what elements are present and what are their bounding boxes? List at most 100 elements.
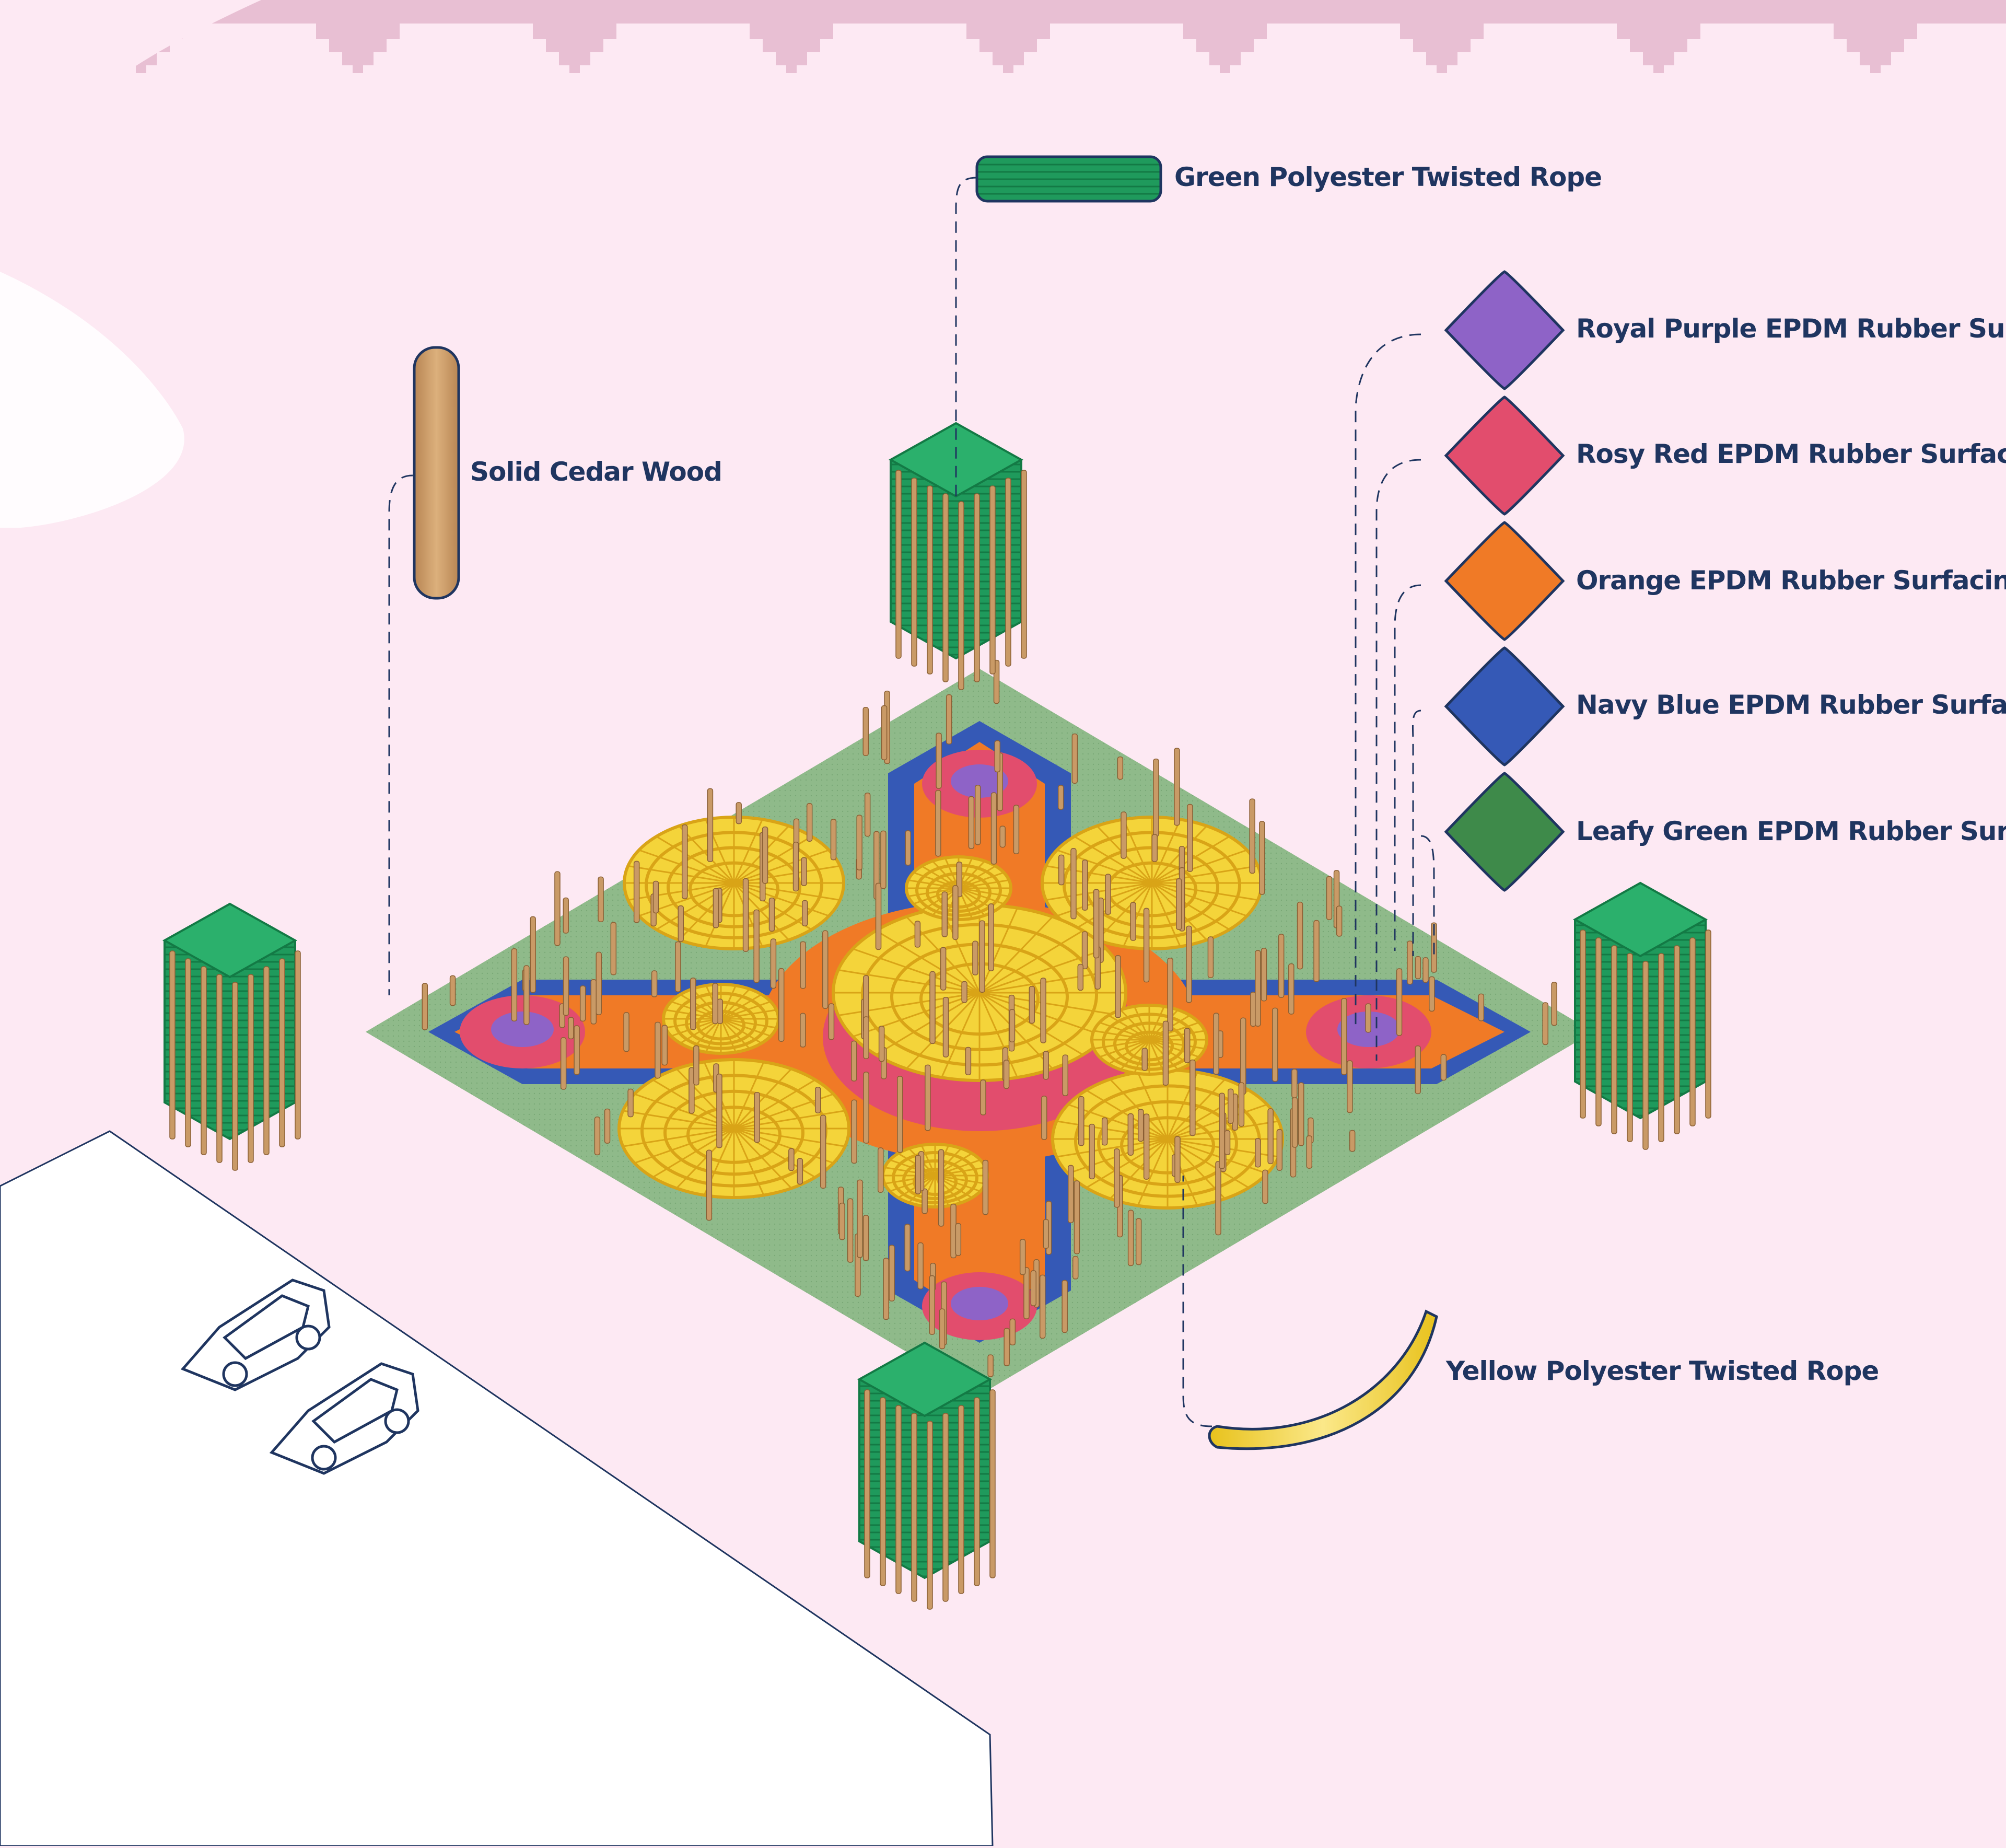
cedar-post bbox=[1306, 1135, 1313, 1169]
leader-lines bbox=[388, 177, 1435, 1427]
cedar-post bbox=[736, 802, 742, 824]
cedar-post bbox=[961, 981, 967, 1003]
surfacing-swatch-4 bbox=[1444, 772, 1565, 892]
cedar-post bbox=[1336, 905, 1343, 937]
band-step bbox=[1617, 24, 1700, 73]
cedar-post bbox=[1143, 908, 1150, 983]
cedar-post bbox=[936, 733, 942, 789]
cedar-post bbox=[661, 1025, 668, 1066]
cedar-post bbox=[579, 985, 586, 1022]
disc-s-small bbox=[881, 1143, 989, 1208]
cedar-post bbox=[1347, 1060, 1353, 1113]
cedar-post bbox=[801, 857, 807, 886]
cedar-post bbox=[1207, 936, 1214, 979]
cedar-post bbox=[941, 891, 948, 937]
cedar-post bbox=[1440, 1054, 1447, 1081]
cedar-post bbox=[856, 815, 862, 870]
top-pattern-band bbox=[0, 0, 2006, 73]
band-step bbox=[750, 24, 833, 73]
cedar-post bbox=[652, 880, 659, 914]
cedar-post bbox=[1153, 758, 1159, 837]
cedar-post bbox=[1291, 1068, 1298, 1098]
cedar-post bbox=[1429, 976, 1435, 1012]
cedar-wood-swatch bbox=[413, 346, 460, 600]
surfacing-swatch-2 bbox=[1444, 521, 1565, 641]
cedar-post bbox=[999, 826, 1006, 848]
cedar-post bbox=[979, 920, 985, 993]
cedar-post bbox=[929, 1275, 935, 1335]
cedar-post bbox=[862, 1215, 869, 1261]
cedar-post bbox=[851, 1040, 857, 1082]
cedar-post bbox=[1062, 1054, 1069, 1096]
cedar-post bbox=[594, 1117, 601, 1156]
cedar-post bbox=[788, 1148, 795, 1171]
cedar-post bbox=[1030, 1270, 1037, 1306]
cedar-post bbox=[1003, 1060, 1010, 1089]
cedar-post bbox=[1176, 878, 1182, 931]
cedar-post bbox=[1137, 1109, 1144, 1142]
cedar-post bbox=[801, 900, 808, 926]
cedar-post bbox=[828, 1003, 835, 1040]
cedar-post bbox=[754, 1091, 760, 1143]
cedar-post bbox=[712, 983, 718, 1025]
cedar-post bbox=[1276, 1129, 1283, 1171]
cedar-post bbox=[1029, 985, 1035, 1024]
cedar-post bbox=[1004, 1328, 1010, 1366]
cedar-post bbox=[1074, 1180, 1080, 1254]
band-step bbox=[533, 24, 616, 73]
cedar-post bbox=[797, 1158, 803, 1185]
cedar-post bbox=[994, 740, 1001, 773]
cedar-post bbox=[1130, 902, 1136, 941]
cedar-post bbox=[1162, 1020, 1169, 1086]
cedar-post bbox=[596, 951, 602, 1015]
surfacing-swatch-0 bbox=[1444, 270, 1565, 390]
cedar-post bbox=[1174, 1136, 1181, 1183]
cedar-post bbox=[1478, 993, 1485, 1021]
cedar-post bbox=[563, 897, 569, 934]
cedar-post bbox=[1114, 1148, 1120, 1208]
cedar-post bbox=[1081, 931, 1088, 970]
cedar-post bbox=[707, 788, 714, 862]
cedar-post bbox=[1067, 1165, 1074, 1223]
cedar-post bbox=[1019, 1239, 1026, 1275]
cedar-post bbox=[1043, 1051, 1049, 1080]
band-step bbox=[1400, 24, 1484, 73]
cedar-post bbox=[1184, 1028, 1191, 1063]
cedar-post bbox=[938, 1149, 944, 1227]
cedar-post bbox=[563, 956, 569, 1016]
label-rosy-red: Rosy Red EPDM Rubber Surfacing bbox=[1576, 439, 2006, 469]
cedar-post bbox=[968, 796, 975, 850]
cedar-post bbox=[1105, 874, 1111, 915]
cedar-post bbox=[1224, 1130, 1231, 1155]
cedar-post bbox=[1189, 1059, 1196, 1136]
surfacing-swatch-3 bbox=[1444, 646, 1565, 766]
cedar-post bbox=[713, 888, 719, 928]
cedar-post bbox=[883, 1258, 889, 1320]
cedar-post bbox=[1407, 940, 1413, 985]
cedar-post bbox=[610, 922, 617, 975]
cedar-post bbox=[1215, 1161, 1221, 1236]
cedar-post bbox=[778, 968, 785, 1042]
label-navy-blue: Navy Blue EPDM Rubber Surfacing bbox=[1576, 690, 2006, 720]
cedar-post bbox=[864, 793, 871, 837]
surfacing-swatch-1 bbox=[1444, 396, 1565, 516]
cedar-post bbox=[857, 1179, 863, 1258]
cedar-post bbox=[1071, 733, 1078, 784]
cedar-post bbox=[1365, 1003, 1371, 1033]
cedar-post bbox=[1117, 756, 1124, 780]
cedar-post bbox=[1186, 925, 1192, 1003]
cedar-post bbox=[1143, 1113, 1150, 1180]
cedar-post bbox=[511, 948, 518, 1021]
cedar-post bbox=[1040, 978, 1046, 1043]
cedar-post bbox=[946, 694, 952, 745]
cedar-post bbox=[1041, 1096, 1047, 1140]
label-orange: Orange EPDM Rubber Surfacing bbox=[1576, 565, 2006, 596]
cedar-post bbox=[1267, 1108, 1274, 1165]
cedar-post bbox=[678, 905, 684, 942]
cedar-post bbox=[1213, 1013, 1219, 1075]
cedar-post bbox=[839, 1202, 845, 1240]
cedar-post bbox=[990, 792, 997, 865]
cedar-post bbox=[815, 1087, 821, 1113]
cedar-post bbox=[1261, 948, 1267, 1002]
cedar-post bbox=[1291, 1097, 1298, 1148]
